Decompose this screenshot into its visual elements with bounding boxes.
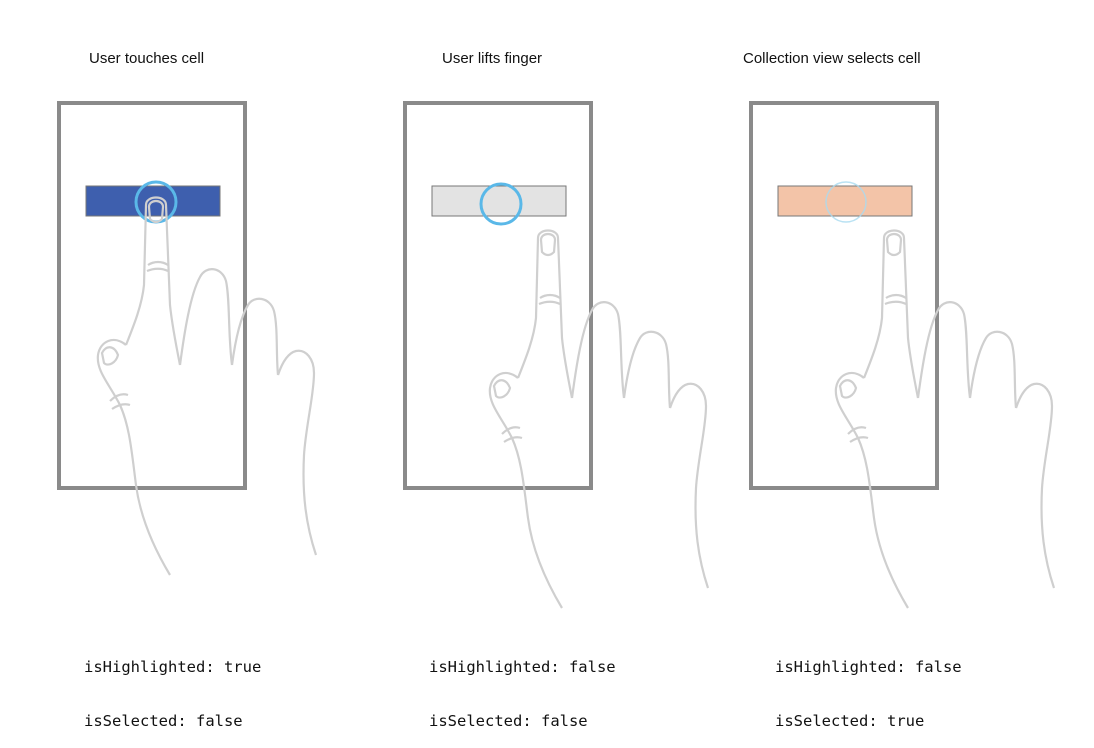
- touch-ring: [479, 182, 523, 226]
- is-highlighted-line: isHighlighted: false: [775, 658, 962, 676]
- hand-icon: [96, 196, 318, 577]
- is-highlighted-line: isHighlighted: true: [84, 658, 262, 676]
- hand-icon: [488, 229, 710, 610]
- panel-1-title: User touches cell: [89, 50, 205, 67]
- panel-3-diagram: [749, 101, 1056, 610]
- panel-3-state: isHighlighted: false isSelected: true: [775, 622, 962, 748]
- is-selected-line: isSelected: false: [84, 712, 243, 730]
- device-frame: [57, 101, 247, 490]
- panel-1-state: isHighlighted: true isSelected: false: [84, 622, 261, 748]
- panel-1-diagram: [57, 101, 318, 577]
- is-selected-line: isSelected: false: [429, 712, 588, 730]
- panel-2-state: isHighlighted: false isSelected: false: [429, 622, 616, 748]
- device-frame: [403, 101, 593, 490]
- is-highlighted-line: isHighlighted: false: [429, 658, 616, 676]
- collection-cell: [777, 185, 913, 217]
- device-frame: [749, 101, 939, 490]
- is-selected-line: isSelected: true: [775, 712, 925, 730]
- panel-3-title: Collection view selects cell: [743, 50, 921, 67]
- collection-cell: [431, 185, 567, 217]
- hand-icon: [834, 229, 1056, 610]
- panel-2-title: User lifts finger: [442, 50, 543, 67]
- touch-ring: [825, 181, 867, 223]
- panel-2-diagram: [403, 101, 710, 610]
- diagram-figure: [57, 101, 1056, 610]
